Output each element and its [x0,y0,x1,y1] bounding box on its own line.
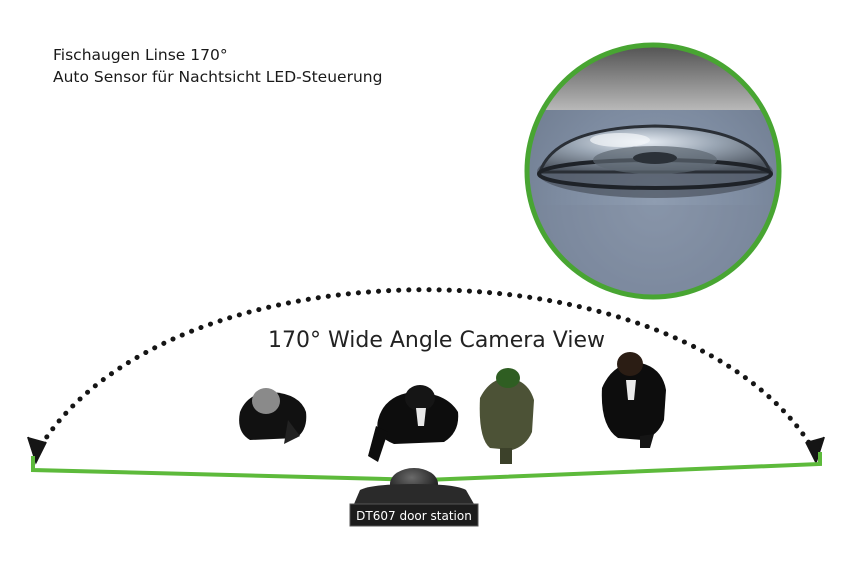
view-angle-label: 170° Wide Angle Camera View [268,328,605,353]
person-businessman-icon [601,352,666,448]
caption: Fischaugen Linse 170° Auto Sensor für Na… [53,44,382,88]
device-label: DT607 door station [356,509,472,523]
door-station-device [349,468,479,527]
person-soldier-icon [479,368,534,464]
caption-line-sensor: Auto Sensor für Nachtsicht LED-Steuerung [53,68,383,86]
left-arrowhead-icon [27,436,47,465]
person-grey-hair-icon [239,388,307,444]
lens-closeup [524,42,782,300]
view-angle-arc [33,287,819,457]
right-arrowhead-icon [805,436,825,465]
caption-line-lens: Fischaugen Linse 170° [53,46,228,64]
person-suit-icon [368,385,459,462]
